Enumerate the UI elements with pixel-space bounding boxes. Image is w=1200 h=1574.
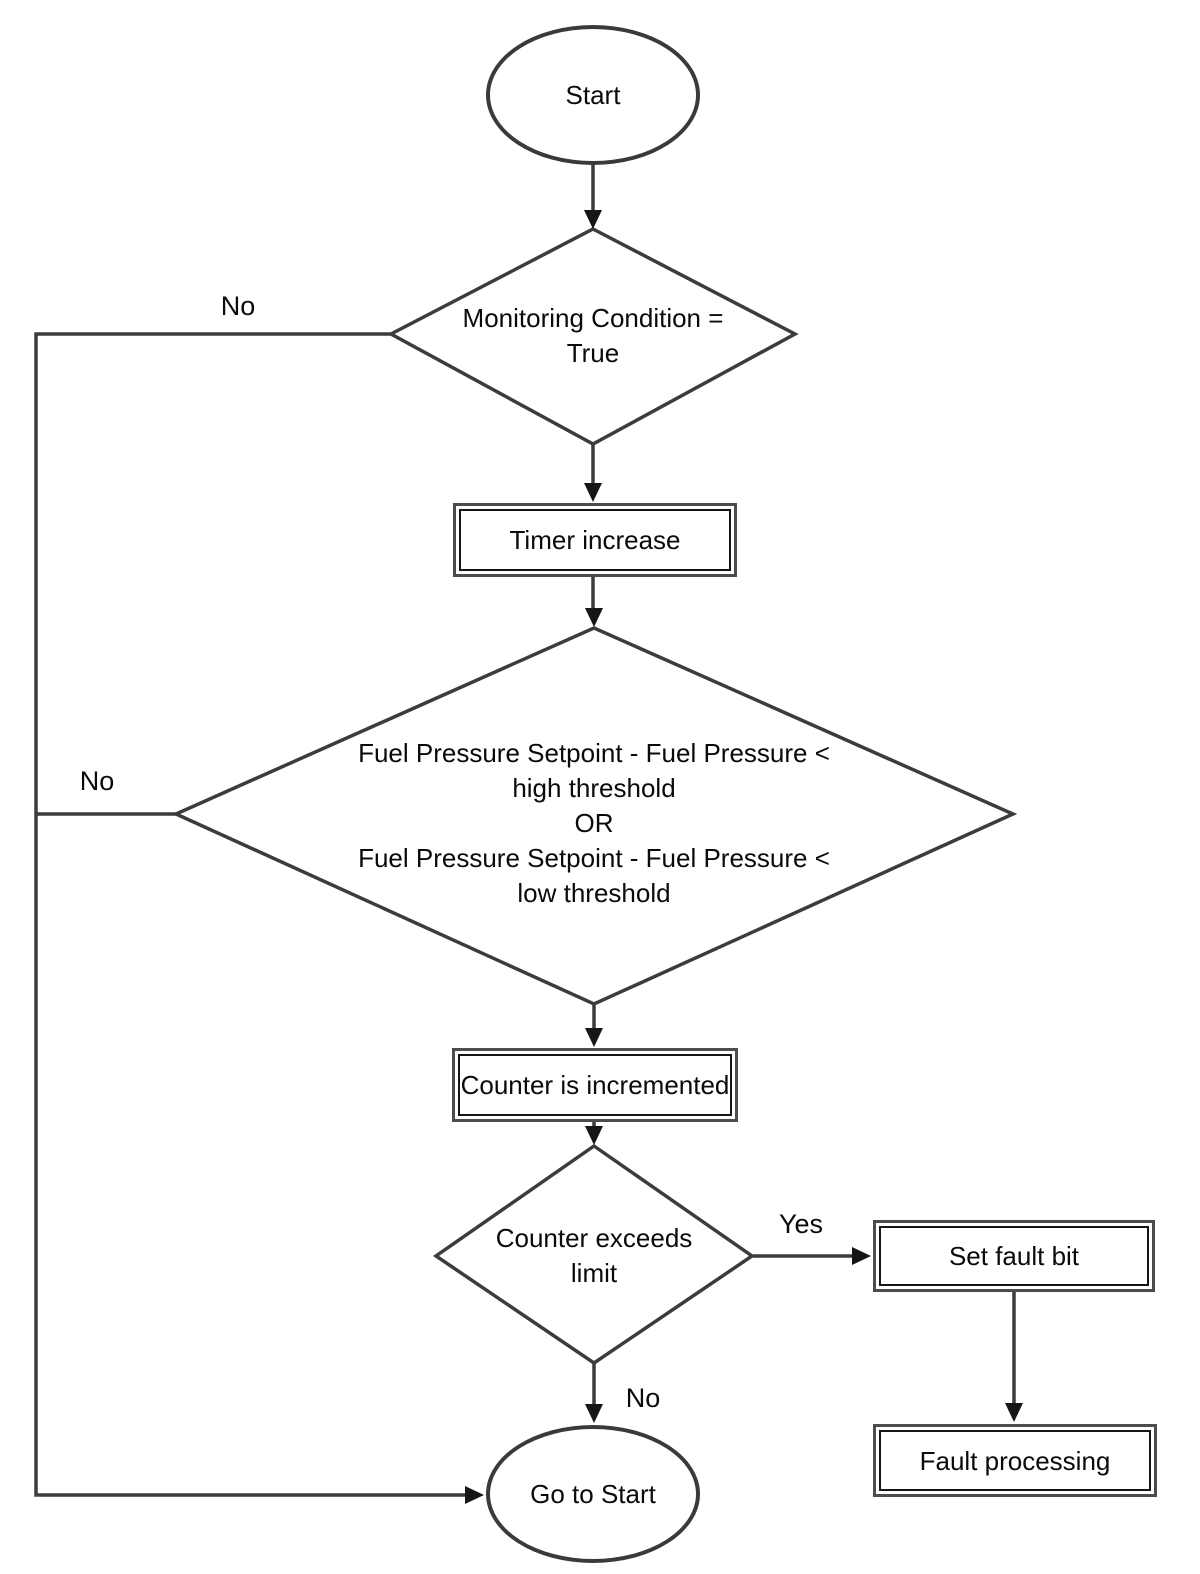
arrowhead-into-faultprocessing (1005, 1403, 1023, 1422)
arrowhead-into-gotostart-left (465, 1486, 484, 1504)
fuel-pressure-check-diamond (171, 626, 1018, 1006)
counter-exceeds-limit-diamond (432, 1143, 756, 1366)
node-timer-increase-label: Timer increase (509, 525, 681, 555)
node-start-label: Start (565, 80, 621, 110)
node-fault-processing-label: Fault processing (919, 1445, 1111, 1476)
arrowhead-into-gotostart-top (585, 1404, 603, 1423)
arrowhead-into-fuelcheck (585, 608, 603, 627)
node-counter-incremented-label: Counter is incremented (460, 1070, 730, 1100)
edge-label-counter-no: No (625, 1383, 661, 1413)
monitoring-condition-diamond (387, 227, 799, 446)
node-set-fault-bit: Set fault bit (873, 1220, 1155, 1292)
edge-label-fuel-check-no: No (79, 766, 115, 796)
edge-label-monitoring-no: No (220, 291, 256, 321)
arrowhead-into-limitcheck (585, 1126, 603, 1145)
edge-label-counter-yes: Yes (778, 1209, 824, 1239)
node-counter-exceeds-limit-label: Counter exceeds limit (495, 1223, 693, 1288)
arrowhead-into-timer (584, 483, 602, 502)
node-set-fault-bit-label: Set fault bit (948, 1241, 1080, 1271)
edge-no-loop-line (34, 332, 468, 1497)
node-counter-incremented: Counter is incremented (452, 1048, 738, 1122)
node-timer-increase: Timer increase (453, 503, 737, 577)
node-go-to-start: Go to Start (486, 1425, 700, 1563)
node-monitoring-condition-label: Monitoring Condition = True (462, 303, 724, 368)
arrowhead-into-monitoring (584, 210, 602, 229)
arrowhead-into-setfault (852, 1247, 871, 1265)
node-go-to-start-label: Go to Start (530, 1479, 656, 1509)
node-start: Start (486, 25, 700, 165)
arrowhead-into-counter (585, 1028, 603, 1047)
node-fuel-pressure-check-label: Fuel Pressure Setpoint - Fuel Pressure <… (358, 737, 830, 908)
node-fault-processing: Fault processing (873, 1424, 1157, 1497)
